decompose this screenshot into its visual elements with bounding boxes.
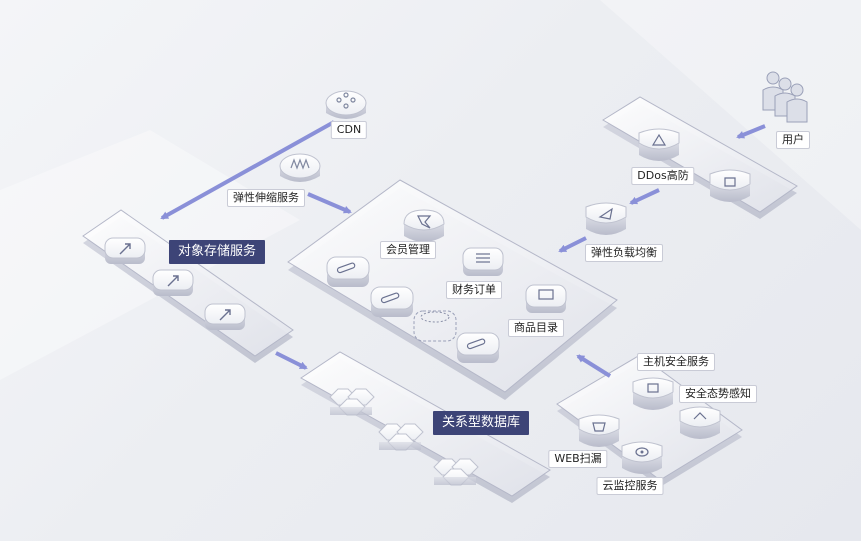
storage-icon bbox=[152, 269, 194, 296]
title-object-storage: 对象存储服务 bbox=[168, 240, 266, 264]
label-cdn: CDN bbox=[330, 121, 368, 139]
shield-icon bbox=[638, 128, 680, 161]
users-icon bbox=[762, 71, 808, 123]
host-security-icon bbox=[632, 377, 674, 410]
label-cloud-monitor: 云监控服务 bbox=[596, 477, 664, 495]
label-finance-orders: 财务订单 bbox=[446, 281, 502, 299]
arrow-storage-to-database bbox=[275, 351, 308, 370]
label-users: 用户 bbox=[776, 131, 810, 149]
label-host-security: 主机安全服务 bbox=[637, 353, 715, 371]
connection-arrows bbox=[160, 120, 766, 378]
storage-icon bbox=[104, 237, 146, 264]
server-icon bbox=[326, 256, 370, 287]
shield-icon bbox=[709, 169, 751, 202]
autoscale-icon bbox=[279, 153, 321, 182]
title-relational-database: 关系型数据库 bbox=[432, 411, 530, 435]
label-web-scan: WEB扫漏 bbox=[548, 450, 608, 468]
arrow-cdn-to-storage bbox=[160, 120, 335, 220]
label-autoscale: 弹性伸缩服务 bbox=[227, 189, 305, 207]
label-member-management: 会员管理 bbox=[380, 241, 436, 259]
arrow-autoscale-to-cluster bbox=[307, 192, 352, 214]
web-scan-icon bbox=[578, 414, 620, 447]
database-icon bbox=[378, 423, 424, 451]
cloud-monitor-icon bbox=[621, 441, 663, 474]
display-icon bbox=[525, 284, 567, 313]
member-management-icon bbox=[403, 209, 445, 242]
background-facet bbox=[600, 0, 861, 230]
database-icon bbox=[433, 458, 479, 486]
situation-awareness-icon bbox=[679, 406, 721, 439]
dashed-scaling-node bbox=[413, 310, 457, 342]
document-icon bbox=[462, 247, 504, 276]
label-load-balancer: 弹性负载均衡 bbox=[585, 244, 663, 262]
label-situation-awareness: 安全态势感知 bbox=[679, 385, 757, 403]
database-icon bbox=[329, 388, 375, 416]
cdn-node-icon bbox=[325, 90, 367, 119]
arrow-security-to-cluster bbox=[576, 354, 612, 378]
storage-icon bbox=[204, 303, 246, 330]
server-icon bbox=[370, 286, 414, 317]
load-balancer-icon bbox=[585, 202, 627, 235]
label-product-catalog: 商品目录 bbox=[508, 319, 564, 337]
arrow-slb-to-cluster bbox=[558, 236, 587, 253]
label-ddos: DDos高防 bbox=[631, 167, 695, 185]
arrow-ddos-to-slb bbox=[629, 188, 660, 205]
server-icon bbox=[456, 332, 500, 363]
arrow-users-to-ddos bbox=[736, 124, 766, 139]
